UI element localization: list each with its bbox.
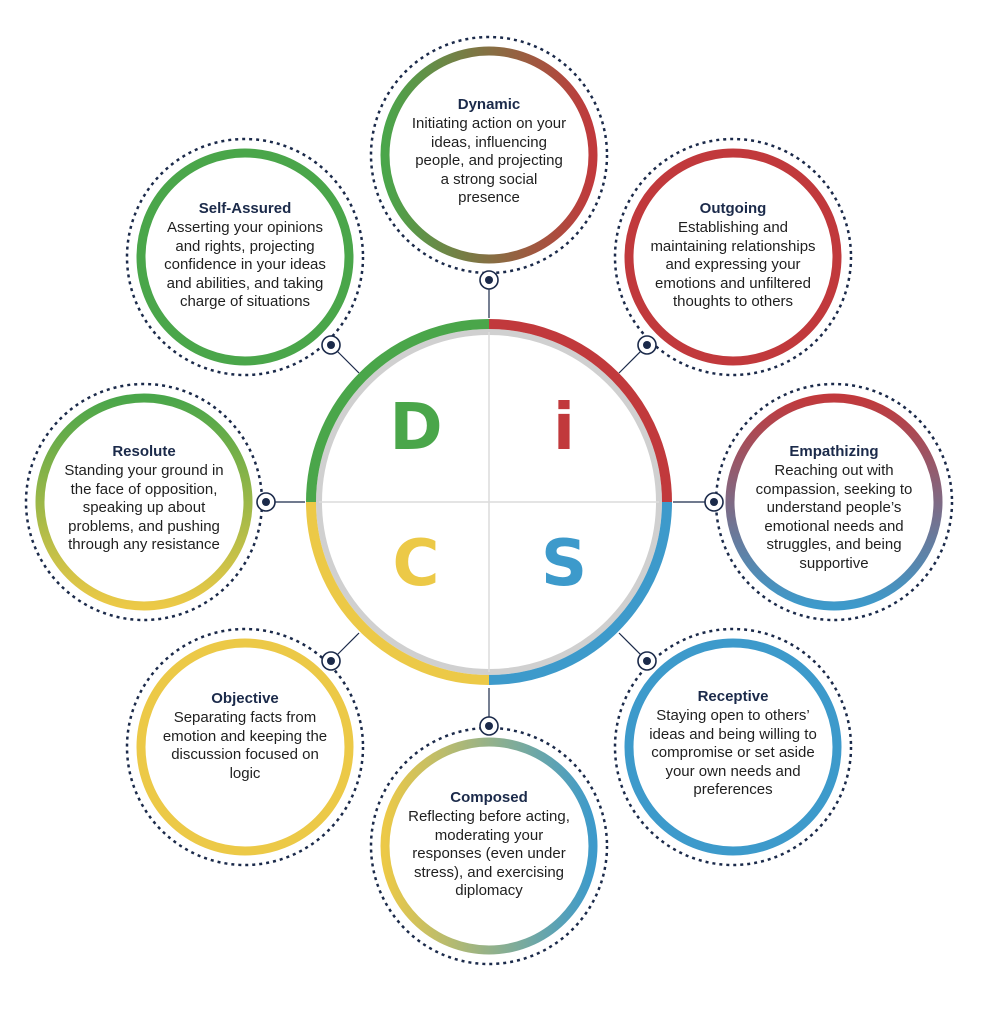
node-circle-outgoing — [613, 137, 853, 377]
node-description: Standing your ground in the face of oppo… — [64, 462, 224, 553]
node-description: Separating facts from emotion and keepin… — [162, 709, 328, 782]
connector-dot-icon-dynamic — [479, 270, 499, 290]
node-composed: Composed Reflecting before acting, moder… — [404, 789, 574, 901]
node-description: Reflecting before acting, moderating you… — [408, 808, 570, 899]
node-outgoing: Outgoing Establishing and maintaining re… — [638, 200, 828, 312]
letter-i: i — [553, 391, 575, 465]
node-title: Composed — [450, 789, 528, 806]
node-dynamic: Dynamic Initiating action on your ideas,… — [399, 96, 579, 208]
quadrant-arc-s — [488, 501, 672, 685]
connector-dot-icon-outgoing — [637, 335, 657, 355]
quadrant-arc-d — [306, 319, 490, 503]
node-description: Initiating action on your ideas, influen… — [411, 115, 567, 206]
node-title: Objective — [211, 690, 279, 707]
node-objective: Objective Separating facts from emotion … — [160, 690, 330, 783]
connector-dot-icon-receptive — [637, 651, 657, 671]
node-self-assured: Self-Assured Asserting your opinions and… — [153, 200, 337, 312]
connector-dot-icon-resolute — [256, 492, 276, 512]
letter-s: S — [540, 527, 588, 601]
quadrant-arc-i — [488, 319, 672, 503]
node-description: Asserting your opinions and rights, proj… — [164, 219, 326, 310]
node-circle-receptive — [613, 627, 853, 867]
connector-dots — [256, 270, 724, 736]
node-circle-dynamic — [369, 35, 609, 275]
node-title: Dynamic — [457, 96, 521, 113]
node-empathizing: Empathizing Reaching out with compassion… — [735, 443, 933, 573]
node-title: Outgoing — [699, 200, 767, 217]
node-description: Reaching out with compassion, seeking to… — [755, 462, 913, 572]
node-description: Staying open to others’ ideas and being … — [649, 707, 817, 798]
node-title: Empathizing — [789, 443, 879, 460]
letter-c: C — [392, 527, 440, 601]
node-circle-empathizing — [714, 382, 954, 622]
node-title: Receptive — [697, 688, 769, 705]
node-title: Resolute — [112, 443, 176, 460]
node-circle-objective — [125, 627, 365, 867]
node-receptive: Receptive Staying open to others’ ideas … — [640, 688, 826, 800]
center-circle — [306, 319, 672, 685]
connector-dot-icon-self-assured — [321, 335, 341, 355]
node-circle-self-assured — [125, 137, 365, 377]
quadrant-arc-c — [306, 501, 490, 685]
connector-dot-icon-composed — [479, 716, 499, 736]
node-resolute: Resolute Standing your ground in the fac… — [59, 443, 229, 555]
connector-dot-icon-empathizing — [704, 492, 724, 512]
letter-d: D — [389, 391, 443, 465]
node-description: Establishing and maintaining relationshi… — [650, 219, 816, 310]
connector-dot-icon-objective — [321, 651, 341, 671]
node-title: Self-Assured — [198, 200, 292, 217]
